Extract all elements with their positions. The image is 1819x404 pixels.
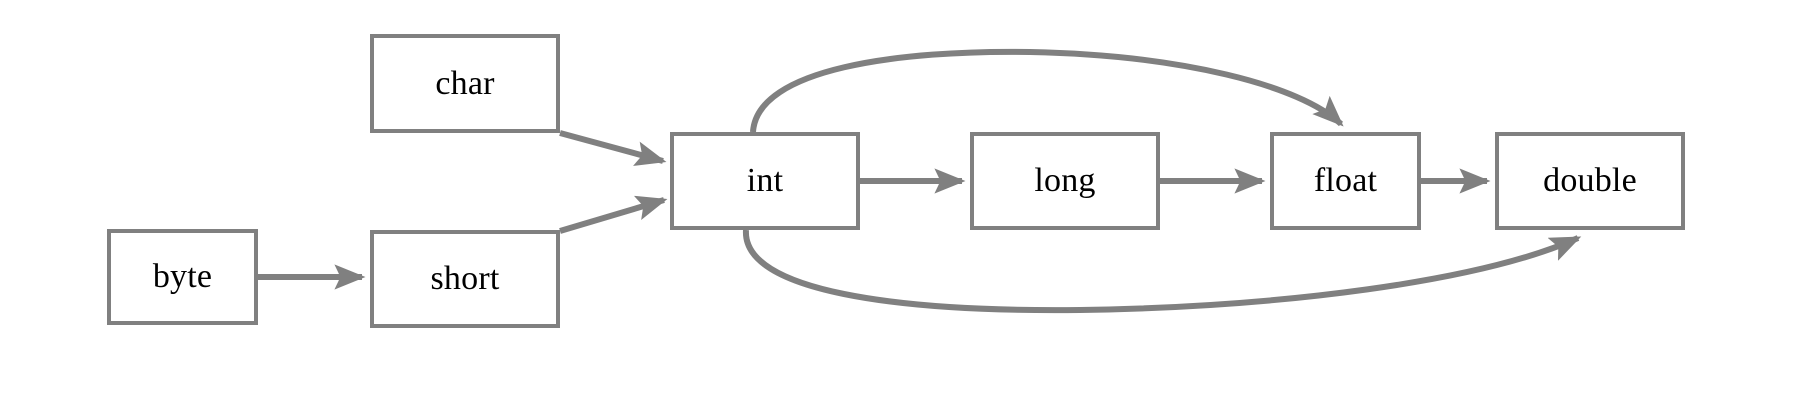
node-short[interactable]: short (370, 230, 560, 328)
node-long-label: long (1034, 162, 1096, 199)
node-int[interactable]: int (670, 132, 860, 230)
edge-char-int (559, 130, 667, 166)
node-double-label: double (1543, 162, 1637, 199)
node-byte-label: byte (152, 258, 213, 295)
node-char[interactable]: char (370, 34, 560, 133)
node-double[interactable]: double (1495, 132, 1685, 230)
node-long[interactable]: long (970, 132, 1160, 230)
node-byte[interactable]: byte (107, 229, 258, 325)
node-int-label: int (746, 162, 784, 199)
node-char-label: char (435, 64, 495, 102)
edge-int-float (750, 48, 1344, 133)
node-short-label: short (430, 260, 500, 297)
edge-short-int (559, 195, 668, 234)
node-float-label: float (1313, 162, 1378, 199)
edge-int-double (742, 229, 1582, 314)
node-float[interactable]: float (1270, 132, 1421, 230)
